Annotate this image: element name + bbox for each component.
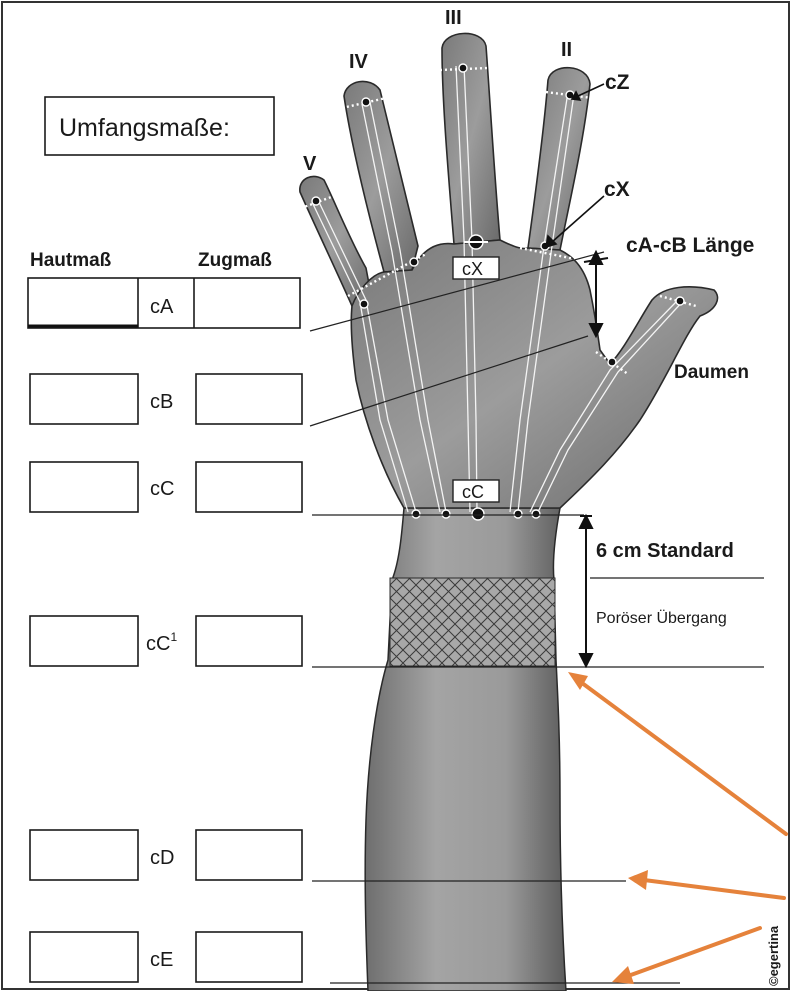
cC1-zugmass-field[interactable] xyxy=(196,616,302,666)
cA-zugmass-field[interactable] xyxy=(196,280,298,326)
label-cZ: cZ xyxy=(605,71,630,94)
cD-zugmass-field[interactable] xyxy=(196,830,302,880)
tag-cC-label: cC xyxy=(462,482,484,502)
row-label-cA: cA xyxy=(150,296,174,318)
label-thumb: Daumen xyxy=(674,362,749,383)
cE-zugmass-field[interactable] xyxy=(196,932,302,982)
header-hautmass: Hautmaß xyxy=(30,250,112,271)
label-standard: 6 cm Standard xyxy=(596,540,734,562)
label-finger-little: V xyxy=(303,153,317,175)
row-label-cE: cE xyxy=(150,949,173,971)
label-transition: Poröser Übergang xyxy=(596,609,727,627)
finger-ring xyxy=(344,81,418,272)
cB-zugmass-field[interactable] xyxy=(196,374,302,424)
label-cX: cX xyxy=(604,178,630,201)
row-label-cC1: cC1 xyxy=(146,630,177,655)
cE-hautmass-field[interactable] xyxy=(30,932,138,982)
cA-hautmass-field[interactable] xyxy=(30,280,136,324)
orange-arrows xyxy=(568,672,786,984)
cB-hautmass-field[interactable] xyxy=(30,374,138,424)
cC-hautmass-field[interactable] xyxy=(30,462,138,512)
header-zugmass: Zugmaß xyxy=(198,250,272,271)
cD-hautmass-field[interactable] xyxy=(30,830,138,880)
finger-little xyxy=(300,176,372,306)
label-length: cA-cB Länge xyxy=(626,234,754,257)
row-label-cC: cC xyxy=(150,478,174,500)
cC1-hautmass-field[interactable] xyxy=(30,616,138,666)
row-label-cB: cB xyxy=(150,391,173,413)
copyright: ©egertina xyxy=(766,925,781,986)
label-finger-middle: III xyxy=(445,7,462,29)
title: Umfangsmaße: xyxy=(59,114,230,142)
porous-band xyxy=(390,578,555,666)
cC-zugmass-field[interactable] xyxy=(196,462,302,512)
tag-cX-label: cX xyxy=(462,259,483,279)
label-finger-ring: IV xyxy=(349,51,369,73)
label-finger-index: II xyxy=(561,39,572,61)
row-label-cD: cD xyxy=(150,847,174,869)
